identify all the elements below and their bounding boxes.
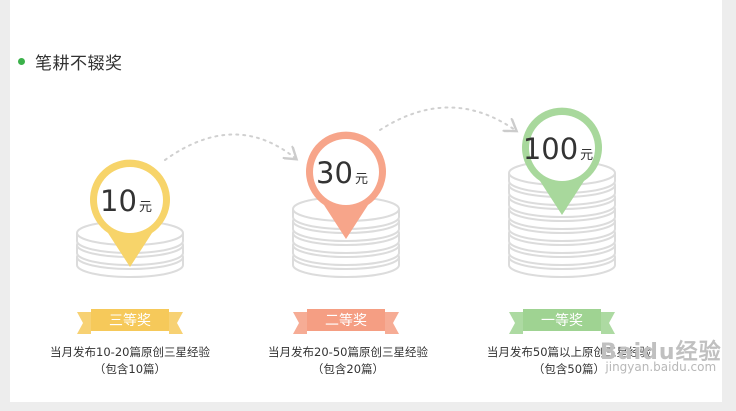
section-title: 笔耕不辍奖 (35, 54, 123, 74)
watermark: Baidu经验 jingyan.baidu.com (600, 340, 722, 375)
tier-description-third: 当月发布10-20篇原创三星经验 （包含10篇） (40, 344, 220, 378)
section-header: 笔耕不辍奖 (18, 49, 123, 74)
award-label: 二等奖 (325, 312, 367, 329)
tier-description-second: 当月发布20-50篇原创三星经验 （包含20篇） (258, 344, 438, 378)
tier-note: （包含10篇） (93, 362, 167, 376)
map-pin-icon (306, 131, 386, 239)
award-ribbon: 一等奖 (509, 309, 615, 334)
tier-note: （包含20篇） (311, 362, 385, 376)
tier-description-first: 当月发布50篇以上原创三星经验 （包含50篇） (474, 344, 664, 378)
arrow-connector-2 (379, 106, 515, 131)
map-pin-icon (522, 107, 602, 215)
tier-desc: 当月发布50篇以上原创三星经验 (486, 345, 652, 359)
bullet-dot-icon (18, 58, 25, 65)
award-label: 三等奖 (109, 312, 151, 329)
watermark-brand: Baidu经验 (600, 340, 722, 365)
award-label: 一等奖 (541, 312, 583, 329)
award-ribbon: 二等奖 (293, 309, 399, 334)
tier-desc: 当月发布20-50篇原创三星经验 (268, 345, 428, 359)
tier-note: （包含50篇） (532, 362, 606, 376)
map-pin-icon (90, 159, 171, 267)
watermark-url: jingyan.baidu.com (605, 360, 717, 374)
tier-desc: 当月发布10-20篇原创三星经验 (50, 345, 210, 359)
award-ribbon: 三等奖 (77, 309, 183, 334)
arrow-connector-1 (164, 133, 295, 161)
